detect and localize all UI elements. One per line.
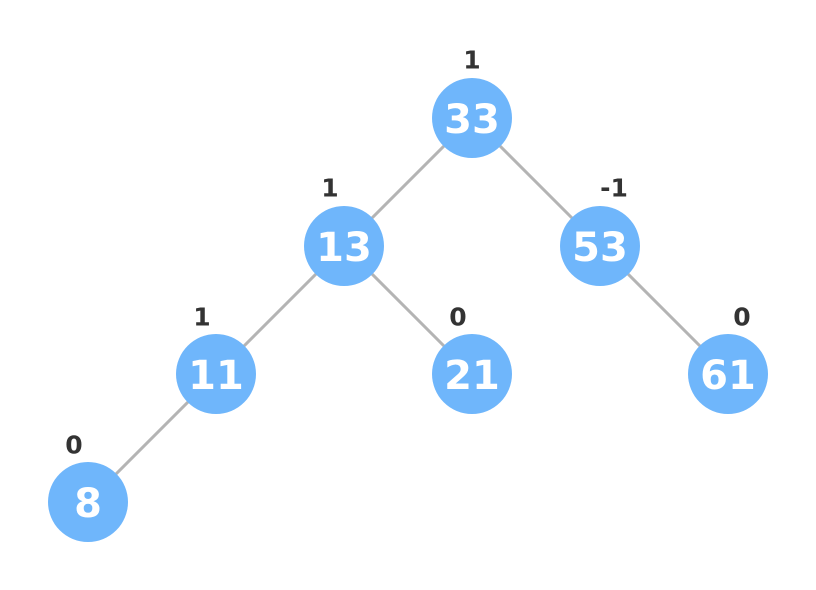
node-key: 61 — [700, 353, 756, 399]
node-key: 8 — [74, 481, 102, 527]
tree-edges — [86, 116, 730, 504]
tree-node: 13 1 — [304, 174, 384, 286]
node-key: 21 — [444, 353, 500, 399]
balance-factor-label: 0 — [65, 431, 82, 460]
tree-node: 21 0 — [432, 303, 512, 414]
tree-node: 53 -1 — [560, 174, 640, 286]
node-circle — [560, 206, 640, 286]
node-key: 33 — [444, 97, 500, 143]
balance-factor-label: 0 — [733, 303, 750, 332]
node-key: 13 — [316, 225, 372, 271]
node-circle — [688, 334, 768, 414]
node-circle — [176, 334, 256, 414]
node-circle — [432, 78, 512, 158]
balance-factor-label: 1 — [193, 303, 210, 332]
tree-node: 111 — [176, 303, 256, 414]
balance-factor-label: -1 — [600, 174, 628, 203]
node-key: 11 — [188, 353, 244, 399]
tree-node: 80 — [48, 431, 128, 542]
tree-node: 61 0 — [688, 303, 768, 414]
balance-factor-label: 1 — [321, 174, 338, 203]
tree-node: 33 1 — [432, 46, 512, 158]
balance-factor-label: 0 — [449, 303, 466, 332]
node-circle — [48, 462, 128, 542]
node-key: 53 — [572, 225, 628, 271]
balance-factor-label: 1 — [463, 46, 480, 75]
node-circle — [304, 206, 384, 286]
node-circle — [432, 334, 512, 414]
